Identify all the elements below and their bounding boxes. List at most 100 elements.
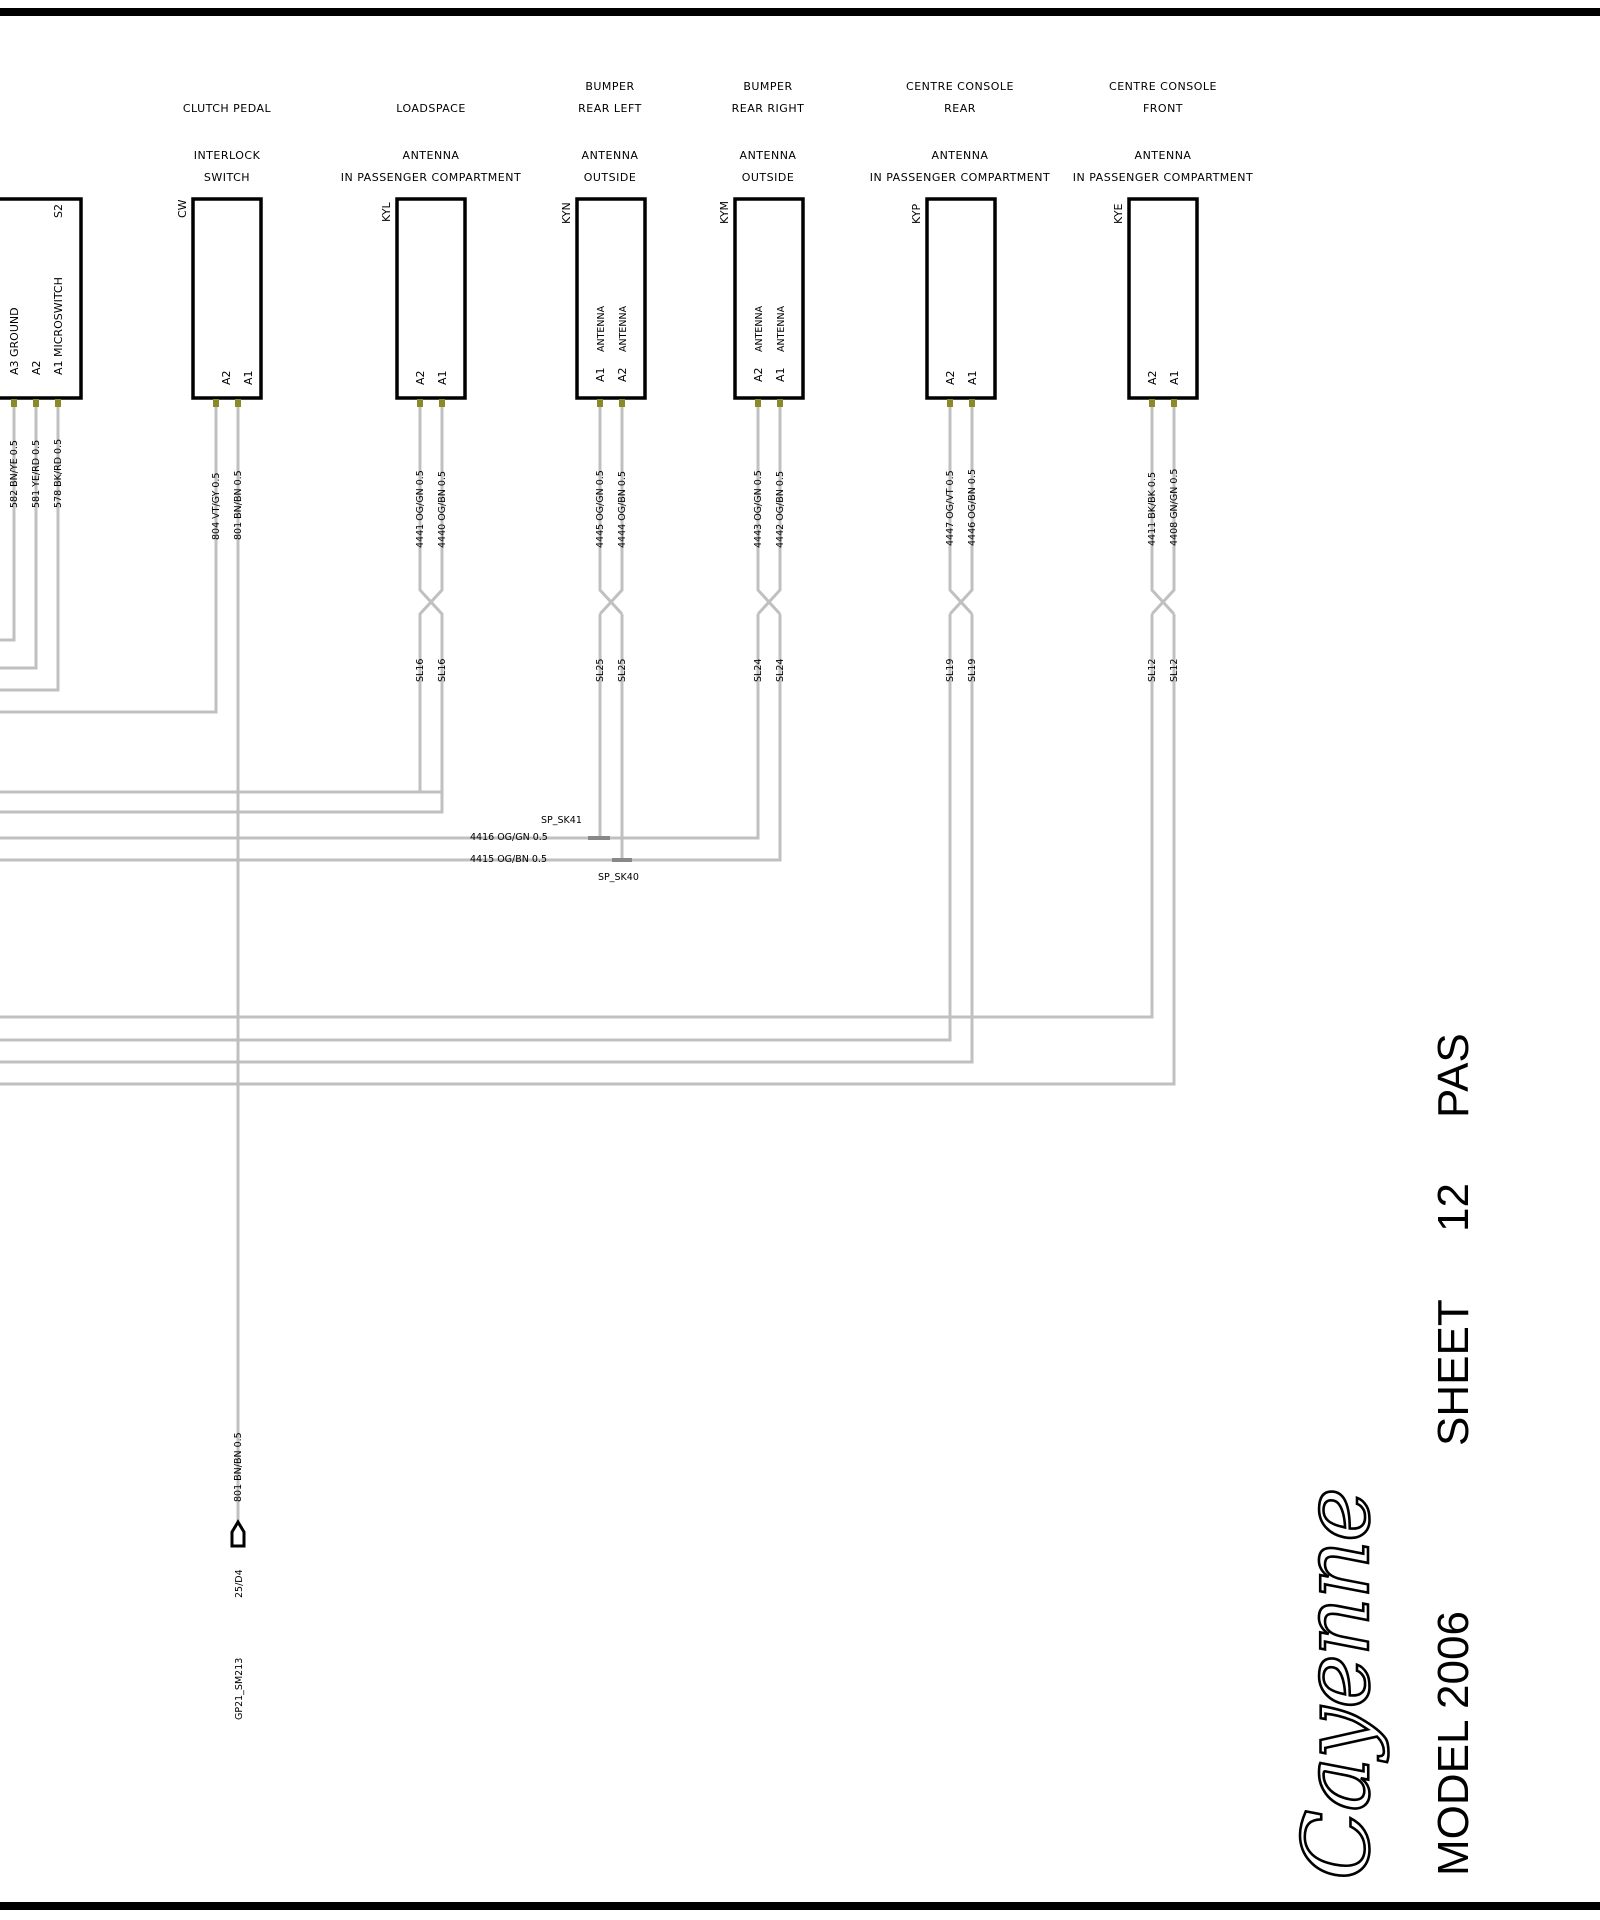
pin-label: A1	[594, 367, 607, 382]
wire-label: 4416 OG/GN 0.5	[470, 832, 548, 843]
splice-label: SL19	[945, 659, 956, 682]
component-code: KYP	[910, 203, 923, 224]
wire-label: 4411 BK/BK 0.5	[1147, 472, 1158, 546]
component-title: ANTENNA	[740, 149, 797, 162]
pin-function: ANTENNA	[754, 305, 765, 352]
component-title: INTERLOCK	[194, 149, 261, 162]
wire-label: 4442 OG/BN 0.5	[775, 471, 786, 548]
pin-function: ANTENNA	[618, 305, 629, 352]
brand-logo-text: Cayenne	[1283, 1489, 1390, 1880]
pin-label: A2	[944, 370, 957, 385]
splice-label: SL16	[437, 659, 448, 682]
pin-label: A2	[220, 370, 233, 385]
system-label: PAS	[1429, 1033, 1478, 1118]
splice-label: SL25	[595, 659, 606, 682]
wire-label: 578 BK/RD 0.5	[53, 439, 64, 508]
pin-function: ANTENNA	[776, 305, 787, 352]
terminal	[213, 399, 219, 407]
wire-4416	[0, 614, 760, 840]
pin-label: A1	[436, 370, 449, 385]
pin-label: A1 MICROSWITCH	[52, 277, 65, 375]
component-title: IN PASSENGER COMPARTMENT	[1073, 171, 1253, 184]
wire-label: 4408 GN/GN 0.5	[1169, 469, 1180, 546]
wire-label: 4415 OG/BN 0.5	[470, 854, 547, 865]
terminal	[33, 399, 39, 407]
splice-labels: SL16 SL16 SL25 SL25 SL24 SL24 SL19 SL19 …	[415, 659, 1180, 883]
component-title: IN PASSENGER COMPARTMENT	[870, 171, 1050, 184]
pin-label: A1	[242, 370, 255, 385]
ground-point: 25/D4 GP21_SM213	[230, 1519, 246, 1720]
pin-label: A1	[966, 370, 979, 385]
component-microswitch: A3 GROUND A2 A1 MICROSWITCH S2	[0, 197, 83, 407]
component-code: KYE	[1112, 203, 1125, 224]
ground-ref: 25/D4	[234, 1569, 245, 1598]
wire-4445	[598, 400, 624, 616]
wires	[0, 400, 1176, 1532]
wire-4446	[948, 400, 974, 616]
wire-label: 4447 OG/VT 0.5	[945, 470, 956, 546]
wire-label: 4444 OG/BN 0.5	[617, 471, 628, 548]
component-header: FRONT	[1143, 102, 1183, 115]
splice-point-label: SP_SK40	[598, 872, 639, 883]
wire-4411	[1150, 400, 1176, 616]
splice-point-label: SP_SK41	[541, 815, 582, 826]
splice-sk41-mark	[588, 836, 610, 840]
component-title: ANTENNA	[582, 149, 639, 162]
wire-4440-lower	[0, 614, 444, 814]
component-code: CW	[176, 199, 189, 218]
wire-4415	[0, 614, 782, 862]
wire-label: 801 BN/BN 0.5	[233, 1432, 244, 1502]
component-centre-console-rear-antenna: KYP CENTRE CONSOLE REAR ANTENNA IN PASSE…	[870, 80, 1050, 407]
component-header: CENTRE CONSOLE	[1109, 80, 1217, 93]
component-box	[0, 197, 83, 400]
component-header: REAR LEFT	[578, 102, 642, 115]
component-box	[925, 197, 997, 400]
terminal	[55, 399, 61, 407]
component-clutch-pedal: CW CLUTCH PEDAL INTERLOCK SWITCH A2 A1	[176, 102, 272, 407]
wire-4411-lower	[0, 614, 1154, 1019]
splice-label: SL12	[1169, 659, 1180, 682]
title-block: Cayenne MODEL 2006 SHEET 12 PAS	[1282, 1033, 1478, 1881]
component-header: BUMPER	[743, 80, 792, 93]
pin-function: ANTENNA	[596, 305, 607, 352]
wire-label: 804 VT/GY 0.5	[211, 473, 222, 540]
pin-label: A2	[414, 370, 427, 385]
component-bumper-rear-right-antenna: KYM BUMPER REAR RIGHT ANTENNA OUTSIDE A2…	[718, 80, 805, 407]
wire-4442	[756, 400, 782, 616]
wire-label: 4446 OG/BN 0.5	[967, 469, 978, 546]
component-code: KYN	[560, 202, 573, 224]
component-header: LOADSPACE	[396, 102, 466, 115]
terminal	[235, 399, 241, 407]
sheet-label: SHEET	[1429, 1299, 1478, 1446]
terminal	[417, 399, 423, 407]
terminal	[11, 399, 17, 407]
component-title: ANTENNA	[403, 149, 460, 162]
pin-label: S2	[52, 204, 65, 218]
pin-label: A2	[616, 367, 629, 382]
terminal	[947, 399, 953, 407]
terminal	[969, 399, 975, 407]
component-code: KYM	[718, 201, 731, 224]
component-header: REAR	[944, 102, 976, 115]
component-title: IN PASSENGER COMPARTMENT	[341, 171, 521, 184]
component-loadspace-antenna: KYL LOADSPACE ANTENNA IN PASSENGER COMPA…	[341, 102, 521, 407]
model-label: MODEL 2006	[1429, 1611, 1478, 1876]
top-border	[0, 8, 1600, 16]
wire-4444	[598, 400, 624, 616]
component-centre-console-front-antenna: KYE CENTRE CONSOLE FRONT ANTENNA IN PASS…	[1073, 80, 1253, 407]
component-title: OUTSIDE	[742, 171, 795, 184]
wire-4447	[948, 400, 974, 616]
component-header: CLUTCH PEDAL	[183, 102, 272, 115]
wire-4443	[756, 400, 782, 616]
wire-labels: 582 BN/YE 0.5 581 YE/RD 0.5 578 BK/RD 0.…	[9, 439, 1180, 1502]
pin-label: A2	[752, 367, 765, 382]
component-box	[733, 197, 805, 400]
wire-4447-lower	[0, 614, 952, 1042]
wire-label: 4445 OG/GN 0.5	[595, 470, 606, 548]
pin-label: A2	[30, 360, 43, 375]
ground-id: GP21_SM213	[234, 1658, 245, 1720]
component-box	[395, 197, 467, 400]
component-title: SWITCH	[204, 171, 250, 184]
wire-label: 4441 OG/GN 0.5	[415, 470, 426, 548]
wire-label: 4440 OG/BN 0.5	[437, 471, 448, 548]
